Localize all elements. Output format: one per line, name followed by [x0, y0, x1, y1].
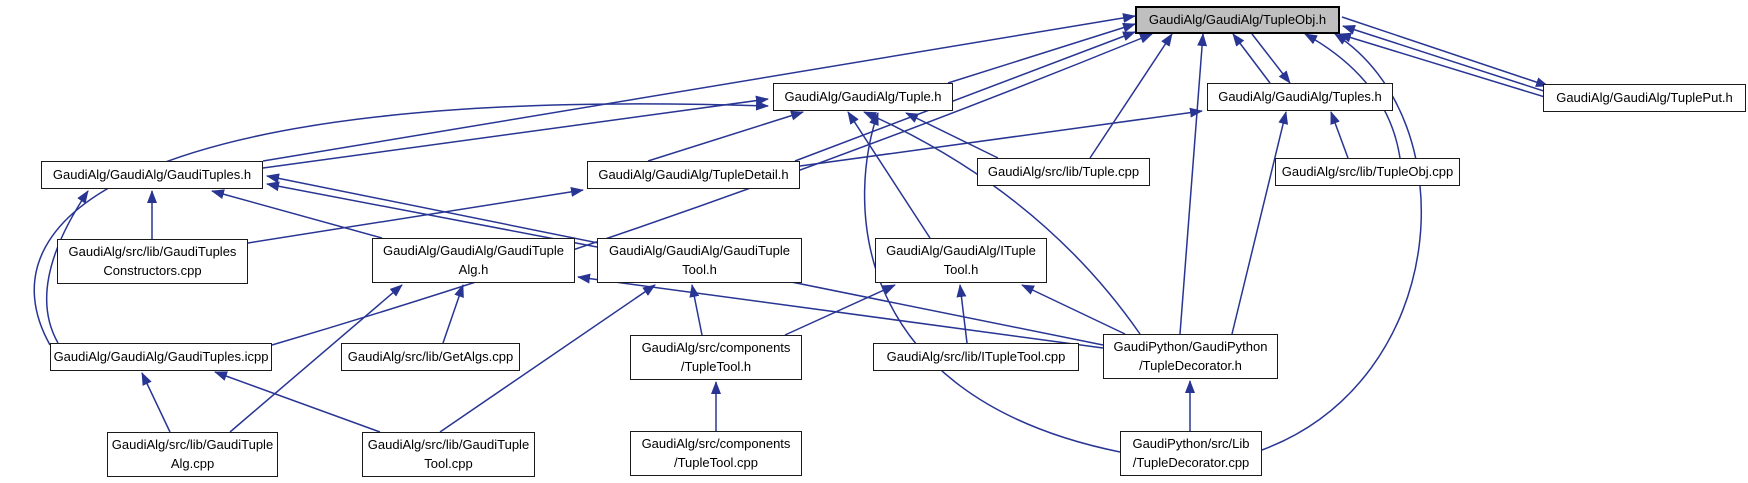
node-label-line: GaudiPython/src/Lib: [1132, 435, 1250, 451]
node-label-line: /TupleDecorator.h: [1139, 357, 1242, 373]
edge-constructors_cpp-to-tupledetail_h: [247, 186, 584, 244]
edge-gtuples_icpp-to-tupleobj_h: [271, 33, 1153, 346]
edge-tupledetail_h-to-tuple_h: [647, 110, 804, 162]
graph-node-gtuples_icpp[interactable]: GaudiAlg/GaudiAlg/GaudiTuples.icpp: [50, 343, 272, 371]
node-label-line: GaudiAlg/GaudiAlg/GaudiTuples.icpp: [53, 348, 269, 364]
graph-node-ctt_h[interactable]: GaudiAlg/src/components/TupleTool.h: [630, 335, 802, 380]
node-label-line: GaudiAlg/src/lib/Tuple.cpp: [987, 163, 1140, 179]
node-label-line: GaudiAlg/GaudiAlg/TuplePut.h: [1556, 89, 1733, 105]
graph-node-tupleput_h[interactable]: GaudiAlg/GaudiAlg/TuplePut.h: [1543, 84, 1746, 112]
edge-gtuples_icpp-to-tuple_h: [33, 100, 769, 346]
node-label-line: GaudiAlg/src/lib/TupleObj.cpp: [1281, 163, 1454, 179]
graph-node-getalgs_cpp[interactable]: GaudiAlg/src/lib/GetAlgs.cpp: [341, 343, 520, 371]
graph-node-ctt_cpp[interactable]: GaudiAlg/src/components/TupleTool.cpp: [630, 431, 802, 476]
node-label-line: GaudiAlg/GaudiAlg/GaudiTuples.h: [52, 166, 252, 182]
graph-node-tuple_h[interactable]: GaudiAlg/GaudiAlg/Tuple.h: [773, 83, 953, 111]
node-label-line: GaudiAlg/GaudiAlg/TupleObj.h: [1148, 11, 1327, 27]
edge-ctt_h-to-itupletool_h: [784, 284, 896, 336]
node-label-line: /TupleTool.cpp: [673, 454, 759, 470]
graph-node-tupleobj_cpp[interactable]: GaudiAlg/src/lib/TupleObj.cpp: [1275, 158, 1460, 186]
node-label-line: GaudiAlg/src/components: [641, 435, 791, 451]
graph-node-gtuples_h[interactable]: GaudiAlg/GaudiAlg/GaudiTuples.h: [41, 161, 263, 189]
edge-tdec_h-to-tuples_h: [1231, 111, 1289, 335]
node-label-line: GaudiAlg/src/lib/GetAlgs.cpp: [347, 348, 514, 364]
node-label-line: Alg.h: [458, 261, 489, 277]
edge-ctt_h-to-gttool_h: [689, 284, 703, 336]
edge-tupleobj_cpp-to-tuples_h: [1330, 111, 1349, 159]
edge-tupleobj_h-to-tuples_h: [1251, 33, 1291, 84]
edge-itupletool_h-to-tuple_h: [847, 111, 931, 239]
edge-itupletool_cpp-to-itupletool_h: [956, 284, 968, 344]
node-label-line: GaudiAlg/src/lib/GaudiTuple: [367, 436, 530, 452]
node-label-line: GaudiAlg/src/lib/ITupleTool.cpp: [886, 348, 1066, 364]
edge-tdec_h-to-tupleobj_h: [1179, 33, 1208, 335]
node-label-line: GaudiAlg/src/lib/GaudiTuples: [68, 243, 237, 259]
graph-node-tuple_cpp[interactable]: GaudiAlg/src/lib/Tuple.cpp: [977, 158, 1150, 186]
node-label-line: GaudiAlg/GaudiAlg/ITuple: [886, 242, 1036, 258]
graph-node-itupletool_cpp[interactable]: GaudiAlg/src/lib/ITupleTool.cpp: [873, 343, 1079, 371]
edge-tuple_cpp-to-tuple_h: [905, 112, 999, 159]
node-label-line: /TupleDecorator.cpp: [1132, 454, 1250, 470]
node-label-line: Tool.h: [943, 261, 979, 277]
edge-gtuples_h-to-tupleobj_h: [262, 13, 1136, 162]
edge-tuple_h-to-tupleobj_h: [947, 22, 1136, 84]
edge-tuples_h-to-tupleobj_h: [1232, 33, 1271, 84]
graph-node-tupleobj_h[interactable]: GaudiAlg/GaudiAlg/TupleObj.h: [1135, 6, 1340, 34]
node-label-line: GaudiAlg/src/lib/GaudiTuple: [111, 436, 274, 452]
edge-tdec_h-to-tuple_h: [863, 111, 1141, 335]
edge-tuple_cpp-to-tupleobj_h: [1089, 33, 1173, 159]
node-label-line: GaudiPython/GaudiPython: [1113, 338, 1268, 354]
graph-node-tuples_h[interactable]: GaudiAlg/GaudiAlg/Tuples.h: [1207, 83, 1393, 111]
node-label-line: Alg.cpp: [170, 455, 215, 471]
node-label-line: GaudiAlg/GaudiAlg/GaudiTuple: [383, 242, 564, 258]
edge-gtalg_h-to-gtuples_h: [211, 189, 383, 239]
node-label-line: Tool.h: [682, 261, 717, 277]
edge-getalgs_cpp-to-gtalg_h: [442, 284, 464, 344]
node-label-line: GaudiAlg/src/components: [641, 339, 791, 355]
node-label-line: GaudiAlg/GaudiAlg/TupleDetail.h: [598, 166, 789, 182]
node-label-line: GaudiAlg/GaudiAlg/GaudiTuple: [609, 242, 790, 258]
node-label-line: /TupleTool.h: [680, 358, 752, 374]
edge-gtuples_h-to-tuple_h: [262, 95, 769, 169]
node-label-line: GaudiAlg/GaudiAlg/Tuples.h: [1218, 88, 1382, 104]
edge-tupleobj_h-to-tupleput_h: [1341, 16, 1549, 87]
edge-gtt_cpp-to-gtuples_icpp: [214, 371, 381, 433]
graph-node-tupledetail_h[interactable]: GaudiAlg/GaudiAlg/TupleDetail.h: [587, 161, 800, 189]
edge-tdec_h-to-itupletool_h: [1021, 284, 1126, 335]
graph-node-tdec_h[interactable]: GaudiPython/GaudiPython/TupleDecorator.h: [1103, 334, 1278, 379]
graph-node-tdec_cpp[interactable]: GaudiPython/src/Lib/TupleDecorator.cpp: [1120, 431, 1262, 476]
node-label-line: Tool.cpp: [424, 455, 473, 471]
node-label-line: GaudiAlg/GaudiAlg/Tuple.h: [784, 88, 942, 104]
node-label-line: Constructors.cpp: [103, 262, 202, 278]
edge-gta_cpp-to-gtuples_icpp: [141, 372, 171, 433]
